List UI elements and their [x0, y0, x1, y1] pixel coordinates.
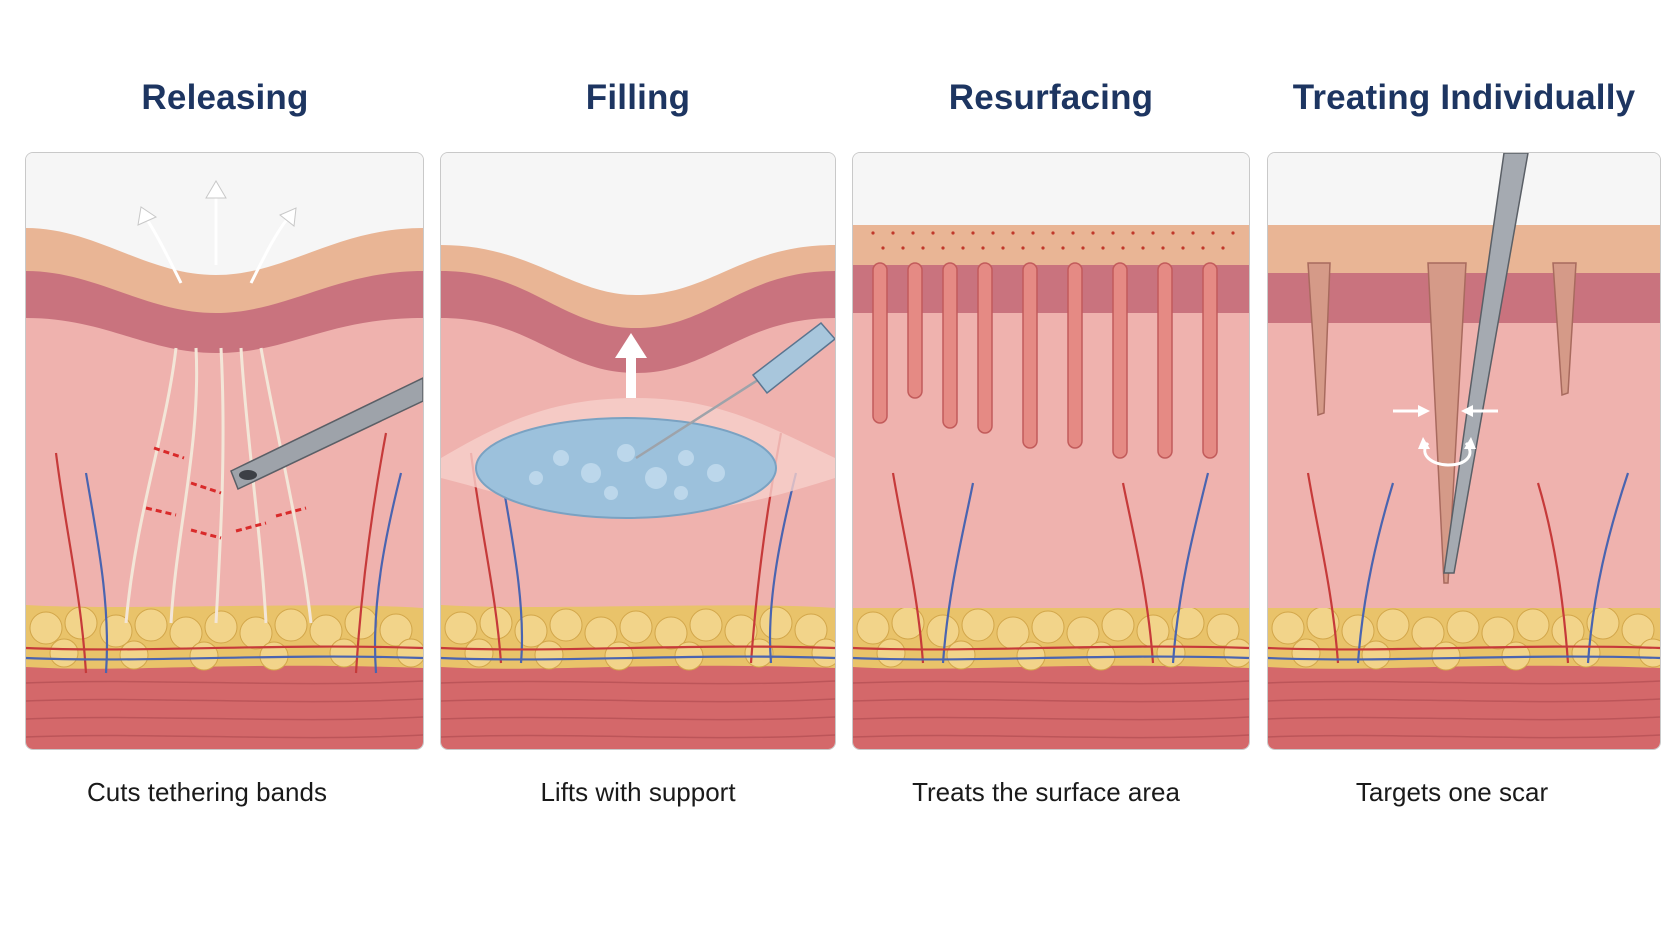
panel-title: Filling [585, 78, 691, 117]
epidermis-layer [853, 225, 1249, 265]
panel-title: Releasing [141, 78, 309, 117]
micro-channels [872, 262, 1218, 459]
scar-tracts [1307, 262, 1577, 584]
treating-illustration [1267, 152, 1661, 750]
panel-caption: Cuts tethering bands [87, 777, 327, 807]
punch-tool [1443, 153, 1529, 574]
epidermis-layer [26, 228, 423, 313]
panel-caption: Treats the surface area [912, 777, 1180, 807]
dermis-layer [26, 303, 423, 608]
panel-caption: Lifts with support [540, 777, 736, 807]
releasing-illustration [25, 152, 424, 750]
panel-title: Treating Individually [1292, 78, 1636, 117]
filler-deposit [475, 417, 777, 519]
subcision-needle [230, 377, 423, 491]
resurfacing-illustration [852, 152, 1250, 750]
panel-caption: Targets one scar [1355, 777, 1549, 807]
filling-illustration [440, 152, 836, 750]
panel-title: Resurfacing [948, 78, 1154, 117]
epidermis-layer [441, 245, 835, 328]
syringe [751, 321, 835, 395]
